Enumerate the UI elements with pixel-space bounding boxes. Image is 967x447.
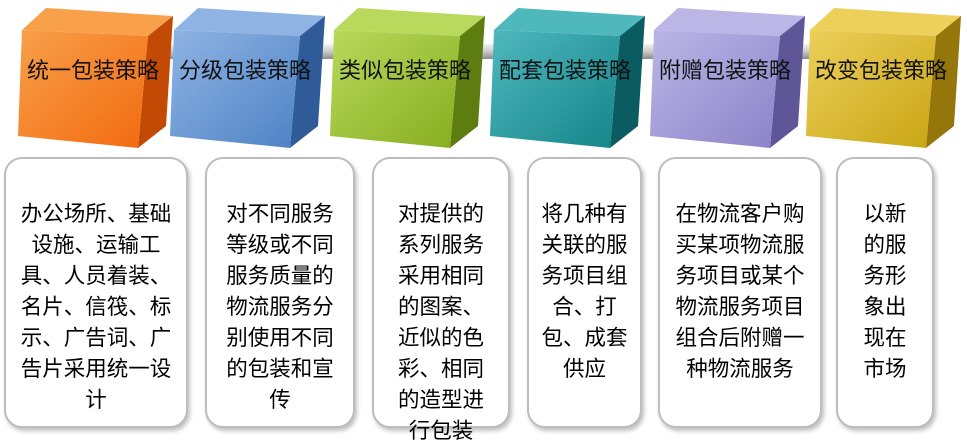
card-text: 对不同服务等级或不同服务质量的物流服务分别使用不同的包装和宣传 [226,202,334,413]
cube-shape [330,8,485,148]
cube-title: 配套包装策略 [498,59,631,84]
cube-title: 附赠包装策略 [658,59,791,84]
description-card-matching: 将几种有关联的服务项目组合、打包、成套供应 [527,157,642,428]
card-text: 以新的服务形象出现在市场 [863,202,907,382]
cube-graded: 分级包装策略 [170,8,325,148]
cube-matching: 配套包装策略 [490,8,645,148]
cube-gift: 附赠包装策略 [650,8,805,148]
cube-title: 统一包装策略 [26,59,159,84]
cube-shape [490,8,645,148]
cube-shape [18,8,173,148]
description-card-unified: 办公场所、基础设施、运输工具、人员着装、名片、信筏、标示、广告词、广告片采用统一… [4,157,188,428]
cube-title: 分级包装策略 [178,59,311,84]
cube-unified: 统一包装策略 [18,8,173,148]
card-text: 将几种有关联的服务项目组合、打包、成套供应 [541,202,628,382]
card-text: 办公场所、基础设施、运输工具、人员着装、名片、信筏、标示、广告词、广告片采用统一… [20,202,172,413]
cube-title: 改变包装策略 [814,59,947,84]
cube-similar: 类似包装策略 [330,8,485,148]
description-card-graded: 对不同服务等级或不同服务质量的物流服务分别使用不同的包装和宣传 [205,157,355,428]
cube-title: 类似包装策略 [338,59,471,84]
card-text: 在物流客户购买某项物流服务项目或某个物流服务项目组合后附赠一种物流服务 [675,202,805,382]
cube-shape [806,8,961,148]
cube-change: 改变包装策略 [806,8,961,148]
description-card-change: 以新的服务形象出现在市场 [836,157,934,428]
cube-shape [650,8,805,148]
description-card-similar: 对提供的系列服务采用相同的图案、近似的色彩、相同的造型进行包装 [372,157,510,444]
description-card-gift: 在物流客户购买某项物流服务项目或某个物流服务项目组合后附赠一种物流服务 [658,157,822,428]
cube-shape [170,8,325,148]
card-text: 对提供的系列服务采用相同的图案、近似的色彩、相同的造型进行包装 [397,202,484,444]
